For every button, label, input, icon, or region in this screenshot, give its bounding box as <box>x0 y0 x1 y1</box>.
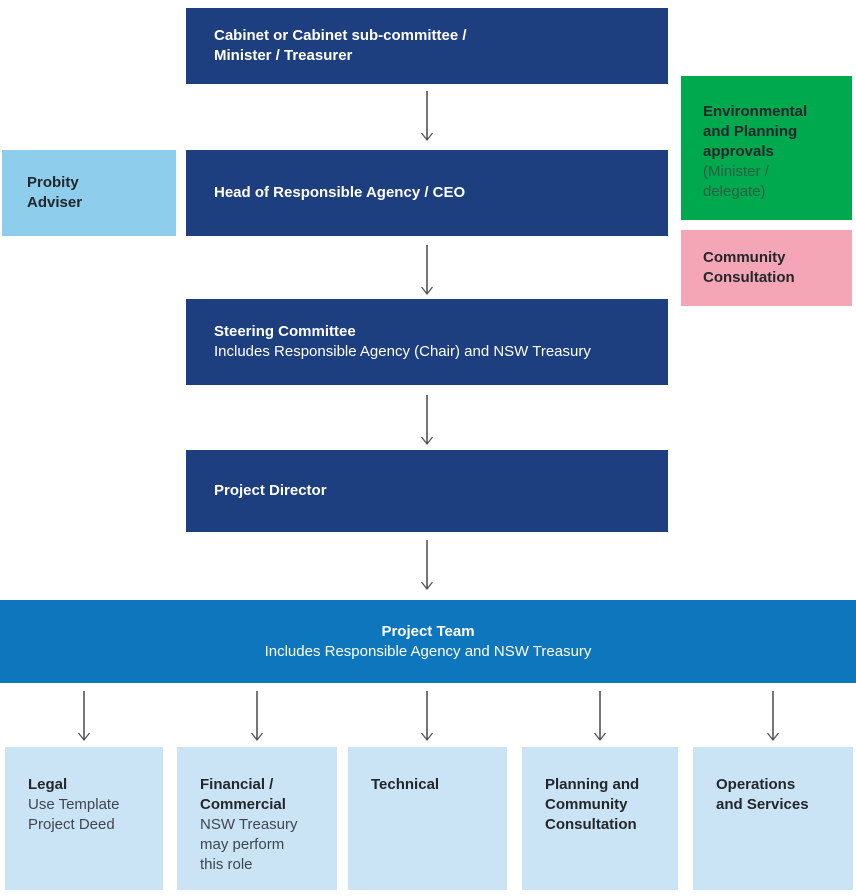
planning-community-consultation-title: Planning and Community Consultation <box>545 776 640 833</box>
arrow-down-icon <box>419 395 435 447</box>
arrow-down-icon <box>76 691 92 743</box>
project-director-title: Project Director <box>214 482 327 500</box>
financial-commercial-title: Financial / Commercial <box>200 776 286 813</box>
financial-commercial-box: Financial / Commercial NSW Treasury may … <box>177 747 337 890</box>
project-team-title: Project Team <box>381 622 475 640</box>
head-of-agency-box: Head of Responsible Agency / CEO <box>186 150 668 236</box>
technical-title: Technical <box>371 776 440 793</box>
legal-subtitle: Use Template Project Deed <box>28 795 120 833</box>
technical-box: Technical <box>348 747 507 890</box>
project-director-box: Project Director <box>186 450 668 532</box>
env-planning-approvals-subtitle: (Minister / delegate) <box>703 162 769 200</box>
legal-title: Legal <box>28 776 68 793</box>
arrow-down-icon <box>419 245 435 297</box>
arrow-down-icon <box>592 691 608 743</box>
operations-services-title: Operations and Services <box>716 776 809 813</box>
arrow-down-icon <box>249 691 265 743</box>
community-consultation-box: Community Consultation <box>681 230 852 306</box>
arrow-down-icon <box>765 691 781 743</box>
community-consultation-title: Community Consultation <box>703 249 795 286</box>
project-team-subtitle: Includes Responsible Agency and NSW Trea… <box>264 642 592 660</box>
cabinet-box-title: Cabinet or Cabinet sub-committee / Minis… <box>214 27 467 64</box>
probity-adviser-title: Probity Adviser <box>27 174 83 211</box>
project-team-box: Project Team Includes Responsible Agency… <box>0 600 856 683</box>
cabinet-box: Cabinet or Cabinet sub-committee / Minis… <box>186 8 668 84</box>
env-planning-approvals-title: Environmental and Planning approvals <box>703 103 808 160</box>
arrow-down-icon <box>419 91 435 143</box>
steering-committee-subtitle: Includes Responsible Agency (Chair) and … <box>214 343 591 360</box>
head-of-agency-title: Head of Responsible Agency / CEO <box>214 184 466 202</box>
probity-adviser-box: Probity Adviser <box>2 150 176 236</box>
financial-commercial-subtitle: NSW Treasury may perform this role <box>200 815 298 873</box>
legal-box: Legal Use Template Project Deed <box>5 747 163 890</box>
arrow-down-icon <box>419 540 435 592</box>
operations-services-box: Operations and Services <box>693 747 853 890</box>
env-planning-approvals-box: Environmental and Planning approvals (Mi… <box>681 76 852 220</box>
steering-committee-box: Steering Committee Includes Responsible … <box>186 299 668 385</box>
steering-committee-title: Steering Committee <box>214 323 356 341</box>
planning-community-consultation-box: Planning and Community Consultation <box>522 747 678 890</box>
arrow-down-icon <box>419 691 435 743</box>
